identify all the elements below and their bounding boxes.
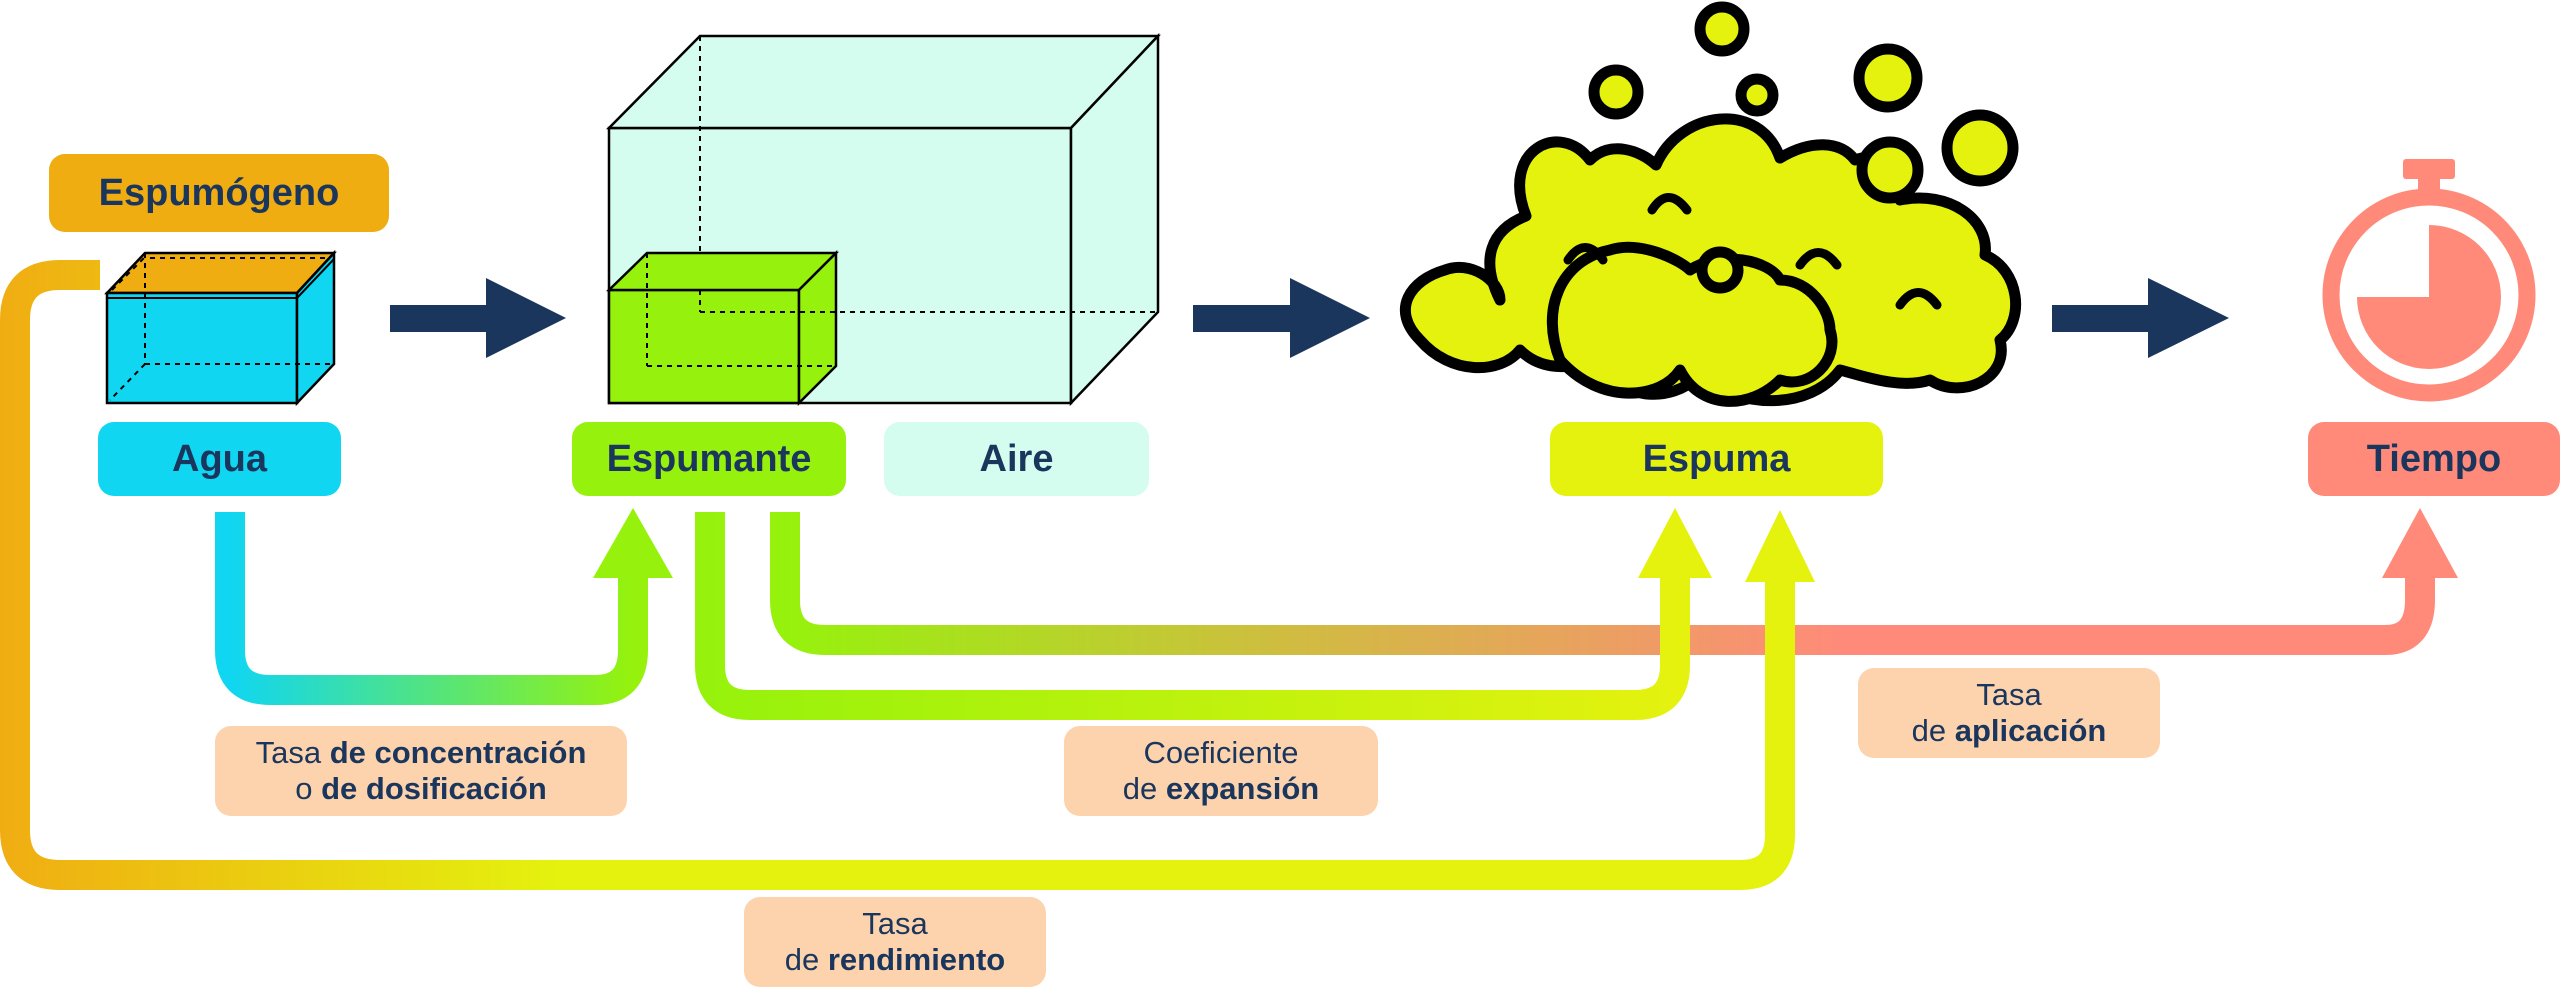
foam-solution-box-icon (605, 249, 840, 407)
flow-arrow-espumante-espuma-icon (1193, 278, 1370, 358)
concentracion-arrowhead-icon (593, 508, 673, 578)
espumante-label: Espumante (572, 422, 846, 496)
stopwatch-icon (2322, 159, 2536, 402)
note-expansion: Coeficiente de expansión (1064, 726, 1378, 816)
espuma-label: Espuma (1550, 422, 1883, 496)
aire-label: Aire (884, 422, 1149, 496)
flow-arrow-espuma-tiempo-icon (2052, 278, 2229, 358)
expansion-arrowhead-icon (1638, 508, 1712, 578)
aplicacion-arrowhead-icon (2382, 508, 2458, 578)
concentracion-connector (215, 508, 673, 705)
agua-label: Agua (98, 422, 341, 496)
expansion-connector (695, 508, 1712, 720)
rendimiento-connector (0, 260, 1815, 890)
note-concentracion: Tasa de concentración o de dosificación (215, 726, 627, 816)
rendimiento-arrowhead-icon (1745, 510, 1815, 582)
espumogeno-label: Espumógeno (49, 154, 389, 232)
flow-arrow-agua-espumante-icon (390, 278, 566, 358)
note-aplicacion: Tasa de aplicación (1858, 668, 2160, 758)
foam-cloud-icon (1399, 1, 2021, 407)
aplicacion-connector (770, 508, 2458, 655)
note-rendimiento: Tasa de rendimiento (744, 897, 1046, 987)
tiempo-label: Tiempo (2308, 422, 2560, 496)
water-tank-icon (104, 249, 337, 407)
